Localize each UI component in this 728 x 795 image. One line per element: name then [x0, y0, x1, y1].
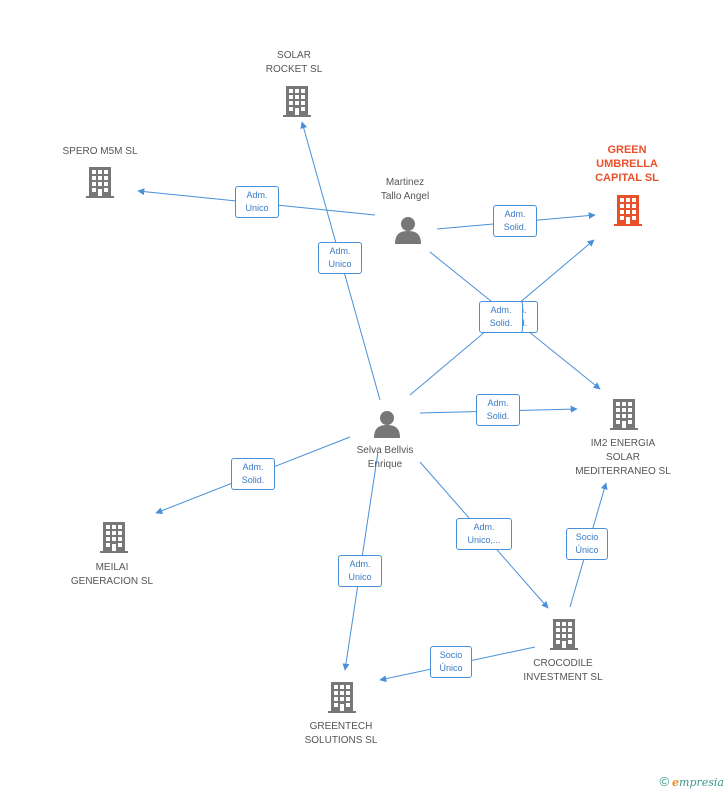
edge-badge-martinez-spero: Adm. Unico	[235, 186, 279, 218]
node-label-spero[interactable]: SPERO M5M SL	[62, 146, 138, 157]
im2-building-icon[interactable]	[610, 399, 638, 430]
node-label-meilai[interactable]: MEILAI GENERACION SL	[70, 562, 154, 587]
edge-badge-martinez-green: Adm. Solid.	[493, 205, 537, 237]
node-label-greentech[interactable]: GREENTECH SOLUTIONS SL	[304, 721, 378, 746]
copyright-icon: ©	[659, 774, 670, 789]
martinez-person-icon[interactable]	[395, 217, 421, 244]
edge-badge-selva-meilai: Adm. Solid.	[231, 458, 275, 490]
greentech-building-icon[interactable]	[328, 682, 356, 713]
node-label-martinez[interactable]: Martinez Tallo Angel	[380, 177, 430, 202]
edge-badge-selva-crocodile: Adm. Unico,...	[456, 518, 512, 550]
footer-brand[interactable]: ©empresia	[659, 774, 724, 789]
edge-badge-crocodile-im2: Socio Único	[566, 528, 608, 560]
edge-badge-selva-greentech: Adm. Unico	[338, 555, 382, 587]
node-label-solar-rocket[interactable]: SOLAR ROCKET SL	[265, 50, 323, 75]
node-label-green-umbrella[interactable]: GREEN UMBRELLA CAPITAL SL	[595, 144, 659, 184]
edge-badge-crocodile-greentech: Socio Único	[430, 646, 472, 678]
green-umbrella-building-icon[interactable]	[614, 195, 642, 226]
solar-rocket-building-icon[interactable]	[283, 86, 311, 117]
edge-badge-selva-solar-rocket: Adm. Unico	[318, 242, 362, 274]
crocodile-building-icon[interactable]	[550, 619, 578, 650]
edge-badge-selva-green: Adm. Solid.	[479, 301, 523, 333]
spero-building-icon[interactable]	[86, 167, 114, 198]
brand-logo-e: e	[672, 776, 680, 789]
node-label-im2[interactable]: IM2 ENERGIA SOLAR MEDITERRANEO SL	[575, 438, 671, 477]
selva-person-icon[interactable]	[374, 411, 400, 438]
edge-badge-selva-im2: Adm. Solid.	[476, 394, 520, 426]
node-label-selva[interactable]: Selva Bellvis Enrique	[356, 445, 414, 470]
brand-name: mpresia	[679, 776, 724, 789]
meilai-building-icon[interactable]	[100, 522, 128, 553]
node-label-crocodile[interactable]: CROCODILE INVESTMENT SL	[523, 658, 603, 683]
